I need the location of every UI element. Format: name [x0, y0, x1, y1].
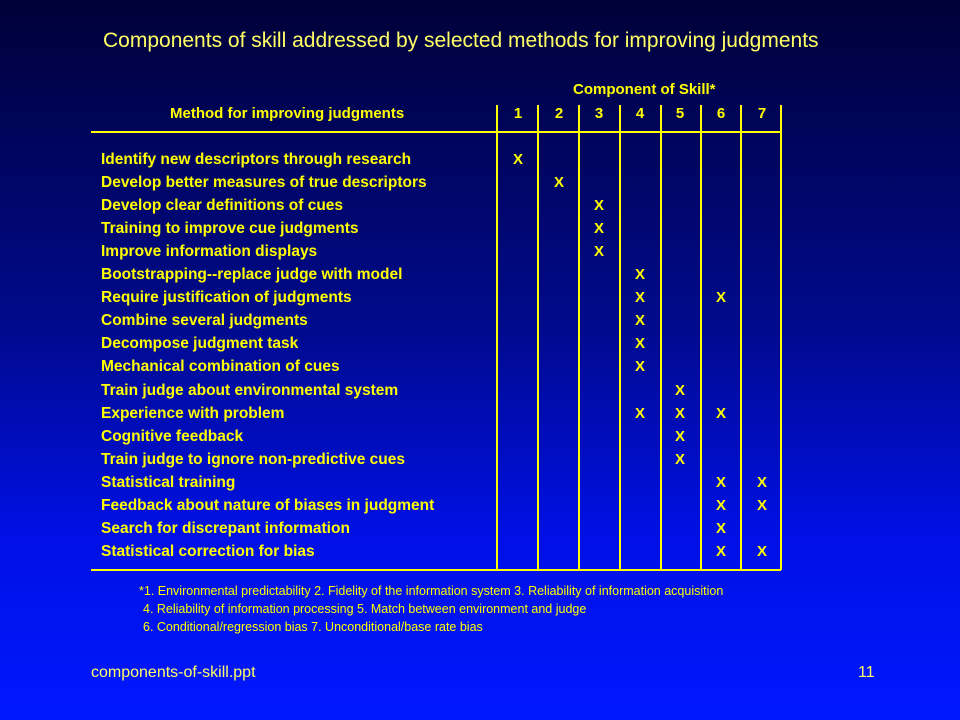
method-row-label: Decompose judgment task — [101, 335, 299, 352]
component-mark: X — [715, 543, 726, 560]
component-mark: X — [512, 151, 523, 168]
footnote-line-2: 4. Reliability of information processing… — [143, 602, 587, 616]
column-divider — [578, 105, 580, 570]
component-mark: X — [715, 474, 726, 491]
footer-filename: components-of-skill.ppt — [91, 664, 256, 681]
component-mark: X — [634, 405, 645, 422]
method-row-label: Develop clear definitions of cues — [101, 197, 344, 214]
component-mark: X — [593, 197, 604, 214]
column-header-1: 1 — [513, 105, 523, 122]
column-header-2: 2 — [554, 105, 564, 122]
component-mark: X — [715, 289, 726, 306]
component-mark: X — [634, 289, 645, 306]
method-row-label: Experience with problem — [101, 405, 285, 422]
component-mark: X — [756, 497, 767, 514]
page-number: 11 — [858, 664, 875, 681]
component-mark: X — [715, 520, 726, 537]
component-mark: X — [674, 382, 685, 399]
method-row-label: Bootstrapping--replace judge with model — [101, 266, 403, 283]
header-rule — [91, 131, 781, 133]
column-divider — [740, 105, 742, 570]
method-row-label: Mechanical combination of cues — [101, 358, 340, 375]
method-row-label: Cognitive feedback — [101, 428, 244, 445]
component-mark: X — [634, 335, 645, 352]
component-mark: X — [715, 405, 726, 422]
component-mark: X — [674, 428, 685, 445]
column-divider — [780, 105, 782, 570]
component-mark: X — [553, 174, 564, 191]
slide-title: Components of skill addressed by selecte… — [103, 29, 819, 52]
column-divider — [660, 105, 662, 570]
column-divider — [700, 105, 702, 570]
footnote-line-1: *1. Environmental predictability 2. Fide… — [139, 584, 724, 598]
component-mark: X — [634, 358, 645, 375]
column-divider — [619, 105, 621, 570]
component-mark: X — [756, 474, 767, 491]
method-row-label: Training to improve cue judgments — [101, 220, 359, 237]
method-row-label: Require justification of judgments — [101, 289, 352, 306]
method-row-label: Train judge about environmental system — [101, 382, 399, 399]
component-mark: X — [756, 543, 767, 560]
method-row-label: Combine several judgments — [101, 312, 308, 329]
component-mark: X — [674, 451, 685, 468]
method-row-label: Train judge to ignore non-predictive cue… — [101, 451, 406, 468]
column-header-7: 7 — [757, 105, 767, 122]
method-row-label: Identify new descriptors through researc… — [101, 151, 412, 168]
component-mark: X — [593, 243, 604, 260]
method-row-label: Feedback about nature of biases in judgm… — [101, 497, 435, 514]
method-row-label: Improve information displays — [101, 243, 318, 260]
method-row-label: Statistical correction for bias — [101, 543, 315, 560]
bottom-rule — [91, 569, 781, 571]
column-header-3: 3 — [594, 105, 604, 122]
method-row-label: Develop better measures of true descript… — [101, 174, 427, 191]
footnote-line-3: 6. Conditional/regression bias 7. Uncond… — [143, 620, 483, 634]
component-mark: X — [634, 312, 645, 329]
method-row-label: Statistical training — [101, 474, 236, 491]
component-mark: X — [715, 497, 726, 514]
component-mark: X — [674, 405, 685, 422]
column-header-5: 5 — [675, 105, 685, 122]
column-divider — [496, 105, 498, 570]
column-header-6: 6 — [716, 105, 726, 122]
method-row-label: Search for discrepant information — [101, 520, 350, 537]
component-mark: X — [593, 220, 604, 237]
column-divider — [537, 105, 539, 570]
component-of-skill-header: Component of Skill* — [573, 81, 716, 98]
component-mark: X — [634, 266, 645, 283]
method-column-header: Method for improving judgments — [170, 105, 405, 122]
column-header-4: 4 — [635, 105, 645, 122]
